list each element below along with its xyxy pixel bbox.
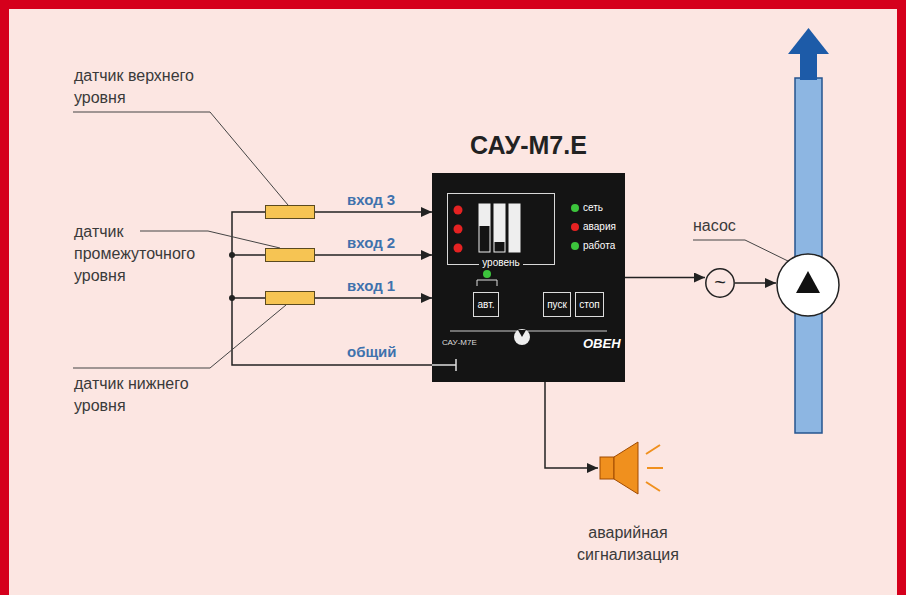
leader-line: [693, 240, 790, 262]
callout-label: насос: [693, 215, 763, 237]
level-led: [454, 244, 463, 253]
level-bar-fill: [479, 204, 490, 226]
level-bar-fill: [509, 204, 520, 252]
level-bar: [494, 204, 505, 252]
device-title: САУ-М7.E: [432, 131, 625, 160]
callout-label: аварийная сигнализация: [558, 522, 698, 566]
alarm-speaker: аварийная сигнализация: [598, 440, 658, 496]
button-label: авт.: [478, 299, 495, 311]
sound-waves: [646, 445, 663, 491]
signal-name: общий: [347, 343, 397, 361]
input-label: вход 2: [347, 234, 395, 252]
flow-arrow-shaft: [800, 50, 817, 80]
pump-circle: [777, 254, 839, 316]
status-label: сеть: [583, 202, 603, 214]
status-label: авария: [583, 221, 616, 233]
signal-arrow: [315, 211, 432, 213]
panel-button: авт.: [473, 292, 499, 317]
level-display: уровень: [447, 193, 555, 265]
junction-dot: [229, 295, 235, 301]
model-label: САУ-М7Е: [442, 338, 477, 348]
speaker-body: [600, 457, 614, 479]
common-wire-stub: [232, 255, 265, 298]
signal-arrow: [315, 254, 432, 256]
pump-triangle: [796, 271, 820, 293]
callout-label: датчик нижнего уровня: [74, 373, 224, 417]
signal-arrow: [315, 297, 432, 299]
knob: [514, 329, 530, 345]
speaker-art: [598, 440, 658, 496]
panel-line: [450, 331, 607, 332]
status-label: работа: [583, 240, 615, 252]
ac-symbol-text: ~: [714, 271, 726, 293]
status-led: [571, 223, 579, 231]
auto-led: [483, 270, 491, 278]
signal-arrow: [735, 282, 776, 284]
callout-label: датчик верхнего уровня: [74, 65, 224, 109]
pump-art: [776, 253, 840, 317]
knob-mark: [518, 330, 526, 337]
status-led: [571, 204, 579, 212]
level-sensor: датчик промежуточного уровня: [265, 248, 315, 262]
ac-circle: [706, 269, 734, 297]
leader-line: [73, 305, 286, 368]
ac-symbol: ~: [705, 268, 735, 298]
panel-button: пуск: [543, 292, 571, 317]
status-led: [571, 242, 579, 250]
input-label: вход 3: [347, 191, 395, 209]
level-sensor: датчик нижнего уровня: [265, 291, 315, 305]
button-label: стоп: [579, 299, 599, 311]
display-caption: уровень: [479, 257, 523, 269]
junction-dot: [229, 252, 235, 258]
button-label: пуск: [547, 299, 567, 311]
leader-line: [73, 112, 288, 205]
signal-arrow: [625, 277, 705, 279]
level-sensor: датчик верхнего уровня: [265, 205, 315, 219]
level-bar-fill: [494, 204, 505, 242]
brand-logo: ОВЕН: [583, 336, 621, 351]
panel-button: стоп: [575, 292, 604, 317]
common-wire: [232, 212, 432, 365]
common-terminal: [432, 359, 456, 371]
level-led: [454, 206, 463, 215]
signal-arrow: [545, 382, 598, 468]
flow-arrow-head: [788, 28, 829, 54]
level-led: [454, 225, 463, 234]
bracket: [477, 280, 497, 286]
input-label: вход 1: [347, 277, 395, 295]
speaker-cone: [614, 442, 638, 494]
level-bar: [509, 204, 520, 252]
pump-symbol: насос: [776, 253, 840, 317]
level-display-art: [448, 194, 554, 264]
level-bar: [479, 204, 490, 252]
callout-label: датчик промежуточного уровня: [74, 221, 209, 287]
